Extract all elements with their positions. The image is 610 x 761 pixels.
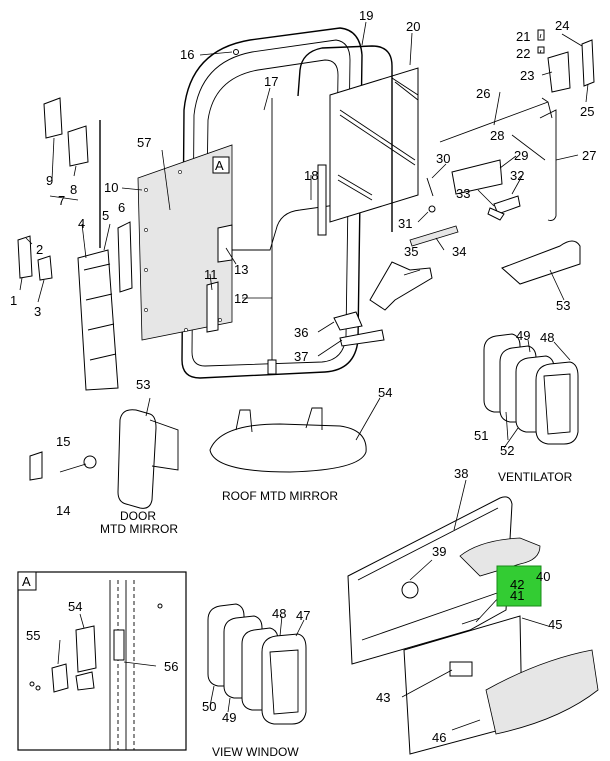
callout-47b: 47 <box>296 608 310 623</box>
callout-53a: 53 <box>136 377 150 392</box>
callout-27: 27 <box>582 148 596 163</box>
callout-46: 46 <box>432 730 446 745</box>
callout-53b: 54 <box>378 385 392 400</box>
callout-35: 35 <box>404 244 418 259</box>
callout-26: 26 <box>476 86 490 101</box>
callout-5: 5 <box>102 208 109 223</box>
callout-33: 33 <box>456 186 470 201</box>
callout-15: 15 <box>56 434 70 449</box>
callout-19: 19 <box>359 8 373 23</box>
callout-50: 51 <box>474 428 488 443</box>
callout-34: 34 <box>452 244 466 259</box>
callout-21: 21 <box>516 29 530 44</box>
callout-14: 14 <box>56 503 70 518</box>
callout-7: 7 <box>58 193 65 208</box>
detail-a-inset: A <box>17 571 187 751</box>
callout-9: 9 <box>46 173 53 188</box>
callout-48b: 48 <box>272 606 286 621</box>
callout-18: 18 <box>304 168 318 183</box>
callout-55: 55 <box>26 628 40 643</box>
callout-30: 30 <box>436 151 450 166</box>
callout-3: 3 <box>34 304 41 319</box>
detail-marker: A <box>215 158 224 173</box>
leader-lines <box>19 21 589 731</box>
door-frame-drawing: A <box>17 27 595 391</box>
callout-29: 29 <box>514 148 528 163</box>
callout-48: 49 <box>516 328 530 343</box>
caption-door-mirror-1: DOOR <box>120 509 156 523</box>
callout-11: 11 <box>204 267 218 282</box>
callout-8: 8 <box>70 182 77 197</box>
captions: DOOR MTD MIRROR ROOF MTD MIRROR VENTILAT… <box>100 470 573 759</box>
callout-38: 38 <box>454 466 468 481</box>
callout-43: 43 <box>376 690 390 705</box>
callout-4: 4 <box>78 216 85 231</box>
mirror-drawings <box>29 407 367 509</box>
callout-47: 48 <box>540 330 554 345</box>
detail-inset-label: A <box>22 574 31 589</box>
caption-view-window: VIEW WINDOW <box>212 745 299 759</box>
callout-1: 1 <box>10 293 17 308</box>
callout-50b: 50 <box>202 699 216 714</box>
callout-6: 6 <box>118 200 125 215</box>
callout-51: 52 <box>500 443 514 458</box>
callout-41: 41 <box>510 588 524 603</box>
callout-10: 10 <box>104 180 118 195</box>
callout-labels: 16 19 20 17 57 10 18 30 29 32 33 31 34 3… <box>10 8 596 745</box>
callout-23: 23 <box>520 68 534 83</box>
callout-16: 16 <box>180 47 194 62</box>
view-window-drawing <box>207 603 307 725</box>
callout-40: 40 <box>536 569 550 584</box>
callout-25: 25 <box>580 104 594 119</box>
callout-31: 31 <box>398 216 412 231</box>
callout-52: 53 <box>556 298 570 313</box>
callout-13: 13 <box>234 262 248 277</box>
inner-panel-drawing <box>347 496 599 755</box>
callout-22: 22 <box>516 46 530 61</box>
callout-12: 12 <box>234 291 248 306</box>
callout-20: 20 <box>406 19 420 34</box>
callout-32: 32 <box>510 168 524 183</box>
callout-56: 56 <box>164 659 178 674</box>
callout-37: 37 <box>294 349 308 364</box>
callout-49b: 49 <box>222 710 236 725</box>
callout-36: 36 <box>294 325 308 340</box>
caption-ventilator: VENTILATOR <box>498 470 573 484</box>
callout-57: 57 <box>137 135 151 150</box>
callout-54: 54 <box>68 599 82 614</box>
caption-roof-mirror: ROOF MTD MIRROR <box>222 489 338 503</box>
callout-17: 17 <box>264 74 278 89</box>
ventilator-drawing <box>483 333 579 445</box>
callout-28: 28 <box>490 128 504 143</box>
callout-45: 45 <box>548 617 562 632</box>
caption-door-mirror-2: MTD MIRROR <box>100 522 178 536</box>
callout-24: 24 <box>555 18 569 33</box>
callout-42: 42 <box>510 577 524 592</box>
highlight-box-42 <box>496 565 542 607</box>
callout-39: 39 <box>432 544 446 559</box>
callout-2: 2 <box>36 242 43 257</box>
